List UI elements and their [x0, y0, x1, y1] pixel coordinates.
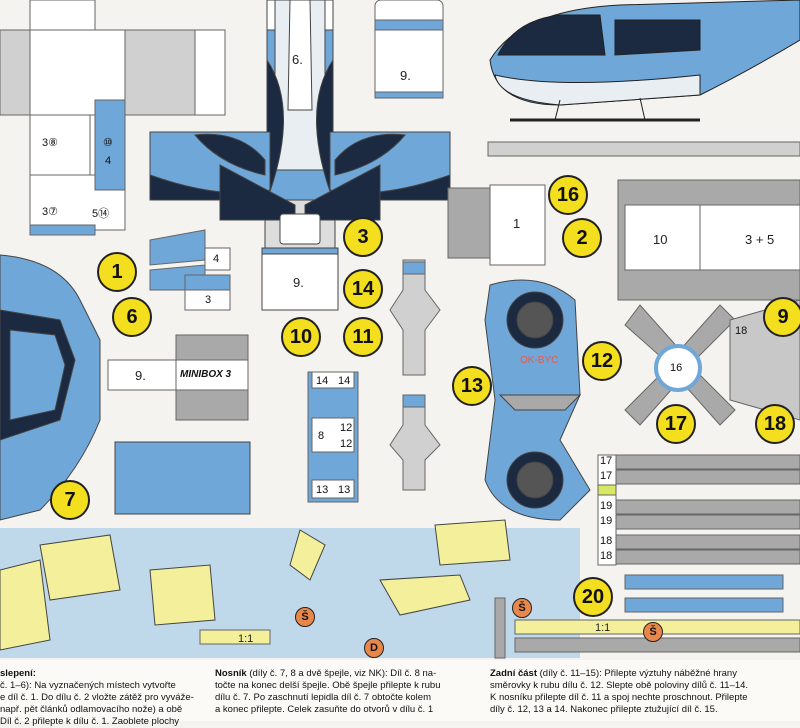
callout-17: 17 — [656, 404, 696, 444]
part-1-fuselage — [0, 254, 101, 521]
callout-2: 2 — [562, 218, 602, 258]
rib-number: 14 — [316, 375, 329, 387]
part-20-strips — [624, 574, 784, 613]
marker-s3: Š — [643, 622, 663, 642]
instruction-col-1-text: č. 1–6): Na vyznačených místech vytvořte… — [0, 680, 194, 727]
parts-17-19-18-strips — [597, 454, 800, 566]
scale-label-2: 1:1 — [595, 622, 611, 634]
part-4b-label: 4 — [105, 155, 112, 167]
assembly-sketch — [0, 519, 511, 651]
part-7-rect — [114, 441, 251, 515]
part-9-top-label: 9. — [400, 68, 411, 83]
rib-number: 13 — [316, 484, 329, 496]
part-3-cabin-net — [149, 0, 451, 311]
instruction-col-2-text: (díly č. 7, 8 a dvě špejle, viz NK): Díl… — [215, 668, 441, 715]
strip-number: 19 — [600, 515, 613, 527]
instruction-col-3-title: Zadní část — [490, 668, 537, 679]
marker-s1: Š — [295, 607, 315, 627]
strip-number: 18 — [600, 550, 613, 562]
callout-14: 14 — [343, 269, 383, 309]
rib-number: 13 — [338, 484, 351, 496]
strip-number: 19 — [600, 500, 613, 512]
instruction-col-3: Zadní část (díly č. 11–15): Přilepte výz… — [490, 668, 795, 716]
part-11-ribs — [307, 371, 359, 503]
rib-number: 8 — [318, 430, 325, 442]
part-3-8-label: 3⑧ — [42, 137, 58, 149]
part-10-net — [617, 179, 800, 301]
part-10-label: 10 — [653, 232, 668, 247]
part-9-top — [374, 0, 444, 99]
callout-10: 10 — [281, 317, 321, 357]
callout-7: 7 — [50, 480, 90, 520]
callout-20: 20 — [573, 577, 613, 617]
part-10-box — [107, 334, 249, 421]
part-net-top-left — [0, 0, 226, 236]
callout-13: 13 — [452, 366, 492, 406]
instruction-col-2: Nosník (díly č. 7, 8 a dvě špejle, viz N… — [215, 668, 475, 716]
part-9-left-label: 9. — [135, 368, 146, 383]
callout-6: 6 — [112, 297, 152, 337]
helicopter-illustration — [489, 0, 800, 122]
marker-d: D — [364, 638, 384, 658]
part-9-mid-label: 9. — [293, 275, 304, 290]
instruction-col-1-title: slepení: — [0, 668, 36, 679]
strip-number: 17 — [600, 455, 613, 467]
callout-16: 16 — [548, 175, 588, 215]
callout-1: 1 — [97, 252, 137, 292]
marker-s2: Š — [512, 598, 532, 618]
strip-16 — [487, 141, 800, 157]
part-10c-label: ⑩ — [103, 137, 113, 149]
part-3-label: 3 — [205, 294, 212, 306]
brand-label: MINIBOX 3 — [180, 369, 232, 380]
instruction-col-2-title: Nosník — [215, 668, 247, 679]
part-4-label: 4 — [213, 253, 220, 265]
rib-number: 14 — [338, 375, 351, 387]
callout-18: 18 — [755, 404, 795, 444]
part-13-zigzag — [389, 394, 441, 491]
part-6-net — [149, 229, 231, 311]
registration-label: OK-BYC — [520, 355, 559, 366]
callout-12: 12 — [582, 341, 622, 381]
callout-3: 3 — [343, 217, 383, 257]
part-5-14-label: 5⑭ — [92, 208, 110, 220]
callout-11: 11 — [343, 317, 383, 357]
part-18-small-label: 18 — [735, 325, 748, 337]
part-12-tail — [484, 279, 591, 521]
part-1-box — [447, 184, 546, 266]
callout-9: 9 — [763, 297, 800, 337]
part-1-label: 1 — [513, 216, 521, 231]
part-3-7-label: 3⑦ — [42, 206, 58, 218]
part-6-label: 6. — [292, 52, 303, 67]
rib-number: 12 — [340, 438, 353, 450]
instruction-col-3-text: (díly č. 11–15): Přilepte výztuhy náběžn… — [490, 668, 749, 715]
part-3plus5-label: 3 + 5 — [745, 232, 775, 247]
strip-number: 17 — [600, 470, 613, 482]
scale-label-1: 1:1 — [238, 633, 254, 645]
strip-number: 18 — [600, 535, 613, 547]
part-14-zigzag — [389, 259, 441, 376]
instruction-background — [0, 660, 800, 721]
rib-number: 12 — [340, 422, 353, 434]
instruction-col-1: slepení: č. 1–6): Na vyznačených místech… — [0, 668, 200, 728]
part-16c-label: 16 — [670, 362, 683, 374]
